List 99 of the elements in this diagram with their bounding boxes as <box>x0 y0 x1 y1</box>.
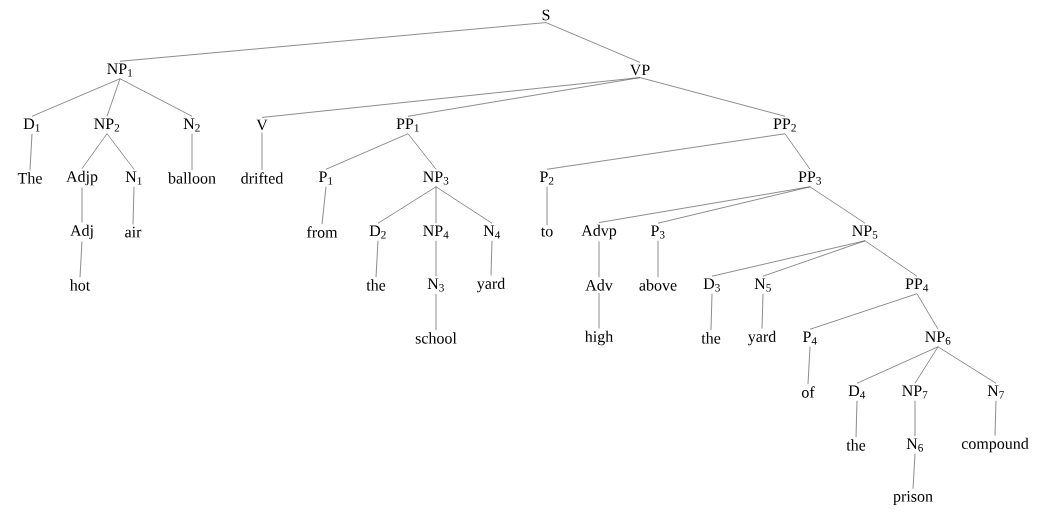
tree-label: prison <box>893 491 933 505</box>
branch-line <box>407 133 437 170</box>
tree-label: NP$_{3}$ <box>423 171 449 185</box>
branch-line <box>191 133 193 171</box>
tree-label: V <box>256 119 268 131</box>
tree-label: VP <box>629 64 650 76</box>
tree-label: school <box>415 332 457 344</box>
tree-label: high <box>584 330 614 346</box>
tree-label: N$_{5}$ <box>754 278 771 292</box>
tree-label: to <box>540 227 553 237</box>
branch-line <box>914 346 939 384</box>
tree-label: P$_{1}$ <box>318 171 333 185</box>
branch-line <box>81 133 108 169</box>
tree-label: P$_{4}$ <box>802 331 817 345</box>
tree-label: the <box>846 439 866 451</box>
branch-line <box>809 186 866 224</box>
branch-line <box>855 400 858 438</box>
tree-label: Adj <box>70 224 93 240</box>
tree-label: PP$_{1}$ <box>396 118 419 132</box>
tree-label: yard <box>477 277 506 293</box>
branch-line <box>807 346 811 385</box>
tree-label: P$_{3}$ <box>650 225 665 239</box>
branch-line <box>710 293 713 331</box>
branch-line <box>916 293 939 330</box>
branch-line <box>377 186 437 224</box>
branch-line <box>119 78 193 117</box>
branch-line <box>762 240 866 277</box>
branch-line <box>490 240 493 276</box>
branch-line <box>321 186 327 225</box>
branch-line <box>711 240 866 277</box>
tree-label: The <box>17 172 42 184</box>
branch-line <box>784 133 811 170</box>
branch-line <box>375 240 379 278</box>
tree-label: D$_{3}$ <box>703 278 720 292</box>
branch-line <box>81 187 83 223</box>
branch-line <box>657 240 659 278</box>
branch-line <box>856 346 939 384</box>
branch-line <box>864 240 918 277</box>
branch-line <box>598 241 600 278</box>
branch-line <box>407 77 641 117</box>
tree-label: PP$_{3}$ <box>798 171 821 185</box>
tree-label: N$_{4}$ <box>483 225 501 239</box>
tree-label: N$_{6}$ <box>906 438 923 452</box>
branch-line <box>31 78 121 117</box>
branch-line <box>809 293 918 330</box>
tree-label: N$_{1}$ <box>125 171 142 185</box>
tree-label: NP$_{7}$ <box>902 385 928 399</box>
branch-line <box>79 241 83 278</box>
tree-label: S <box>542 9 550 21</box>
tree-label: hot <box>69 279 91 291</box>
branch-line <box>106 133 135 170</box>
tree-label: Advp <box>581 224 617 240</box>
branch-line <box>325 133 409 170</box>
tree-label: N$_{7}$ <box>987 385 1004 399</box>
branch-line <box>435 293 437 331</box>
tree-label: N$_{2}$ <box>183 118 200 132</box>
tree-label: D$_{4}$ <box>848 385 866 399</box>
tree-label: NP$_{6}$ <box>925 331 951 345</box>
branch-line <box>761 293 764 329</box>
branch-line <box>435 186 493 224</box>
tree-label: air <box>125 226 142 238</box>
tree-label: Adv <box>585 279 613 291</box>
tree-label: the <box>701 332 721 344</box>
branch-line <box>914 400 916 437</box>
branch-line <box>912 453 916 490</box>
tree-label: above <box>639 279 677 291</box>
tree-label: N$_{3}$ <box>427 278 444 292</box>
branch-line <box>994 400 997 436</box>
tree-label: PP$_{2}$ <box>773 118 796 132</box>
tree-label: NP$_{1}$ <box>107 63 133 77</box>
tree-label: Adjp <box>66 170 98 186</box>
branch-line <box>106 78 121 117</box>
tree-label: D$_{1}$ <box>23 118 40 132</box>
branch-line <box>546 133 786 170</box>
tree-label: compound <box>961 437 1029 453</box>
branch-line <box>639 77 786 117</box>
branch-line <box>119 22 547 62</box>
branch-line <box>435 240 437 277</box>
tree-label: NP$_{4}$ <box>423 225 449 239</box>
tree-label: P$_{2}$ <box>539 171 554 185</box>
branch-line <box>29 133 33 171</box>
tree-label: from <box>306 226 338 238</box>
branch-line <box>435 186 437 224</box>
tree-label: PP$_{4}$ <box>905 278 929 292</box>
tree-label: D$_{2}$ <box>369 225 386 239</box>
branch-line <box>937 346 997 384</box>
branch-line <box>545 22 641 63</box>
branch-line <box>546 186 548 226</box>
tree-label: balloon <box>168 172 216 184</box>
tree-label: drifted <box>241 172 284 184</box>
branch-line <box>261 132 263 171</box>
tree-label: NP$_{2}$ <box>94 118 120 132</box>
branch-line <box>657 186 811 224</box>
tree-label: yard <box>748 330 777 346</box>
tree-label: the <box>366 279 386 291</box>
branch-line <box>132 186 135 225</box>
tree-label: NP$_{5}$ <box>852 225 878 239</box>
branch-line <box>598 292 600 329</box>
tree-label: of <box>801 386 815 398</box>
